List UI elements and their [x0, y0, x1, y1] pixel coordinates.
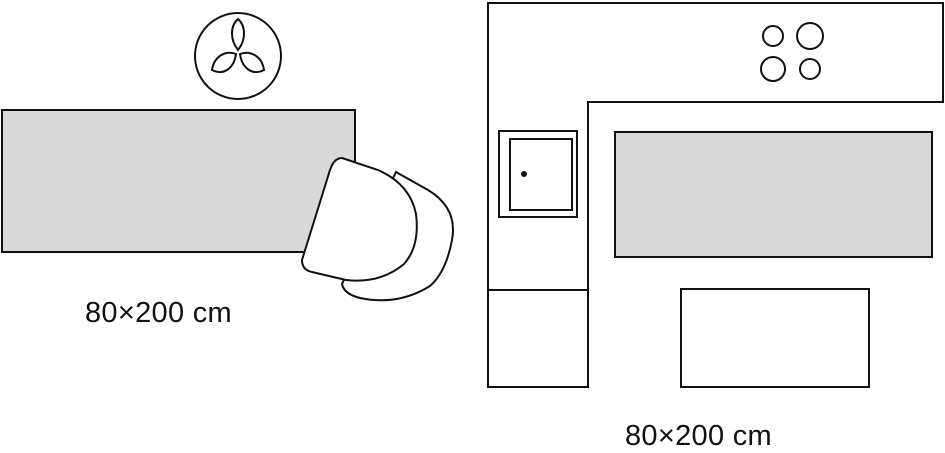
cooktop: [760, 22, 824, 82]
rug-left: [1, 109, 356, 253]
rug-right: [614, 131, 933, 258]
burner: [796, 22, 824, 50]
sink-drain: [521, 171, 527, 177]
rug-left-size-label: 80×200 cm: [85, 297, 232, 329]
burner: [760, 56, 786, 82]
rug-right-size-label: 80×200 cm: [625, 420, 772, 452]
kitchen-scene: [487, 2, 944, 388]
burner: [762, 25, 784, 47]
chair-front: [300, 156, 418, 282]
plant-icon: [194, 12, 282, 100]
kitchen-counter: [487, 2, 944, 388]
sink: [498, 130, 578, 218]
kitchen-island: [680, 288, 870, 388]
office-scene: [1, 12, 454, 302]
burner: [799, 58, 821, 80]
